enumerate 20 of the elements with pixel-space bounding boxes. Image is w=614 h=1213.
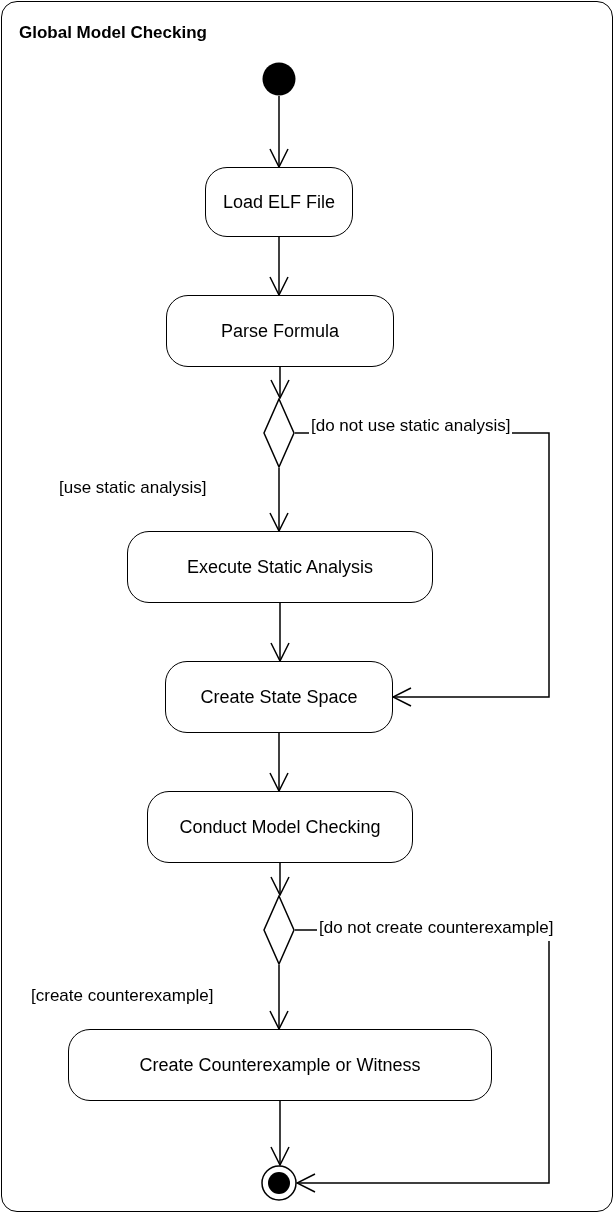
arrow: [269, 732, 289, 792]
action-node: Create Counterexample or Witness: [68, 1029, 492, 1101]
arrow: [269, 467, 289, 532]
frame-title: Global Model Checking: [19, 22, 207, 44]
initial-node: [262, 62, 296, 96]
arrow: [270, 1100, 290, 1166]
arrow: [269, 236, 289, 296]
arrow: [270, 366, 290, 399]
decision-diamond: [263, 398, 295, 468]
arrow: [269, 964, 289, 1030]
action-node: Conduct Model Checking: [147, 791, 413, 863]
action-node: Load ELF File: [205, 167, 353, 237]
final-node: [261, 1165, 297, 1201]
action-node: Create State Space: [165, 661, 393, 733]
action-node: Execute Static Analysis: [127, 531, 433, 603]
action-node: Parse Formula: [166, 295, 394, 367]
arrow: [270, 602, 290, 662]
arrow: [270, 862, 290, 896]
decision-diamond: [263, 895, 295, 965]
arrow: [269, 95, 289, 168]
